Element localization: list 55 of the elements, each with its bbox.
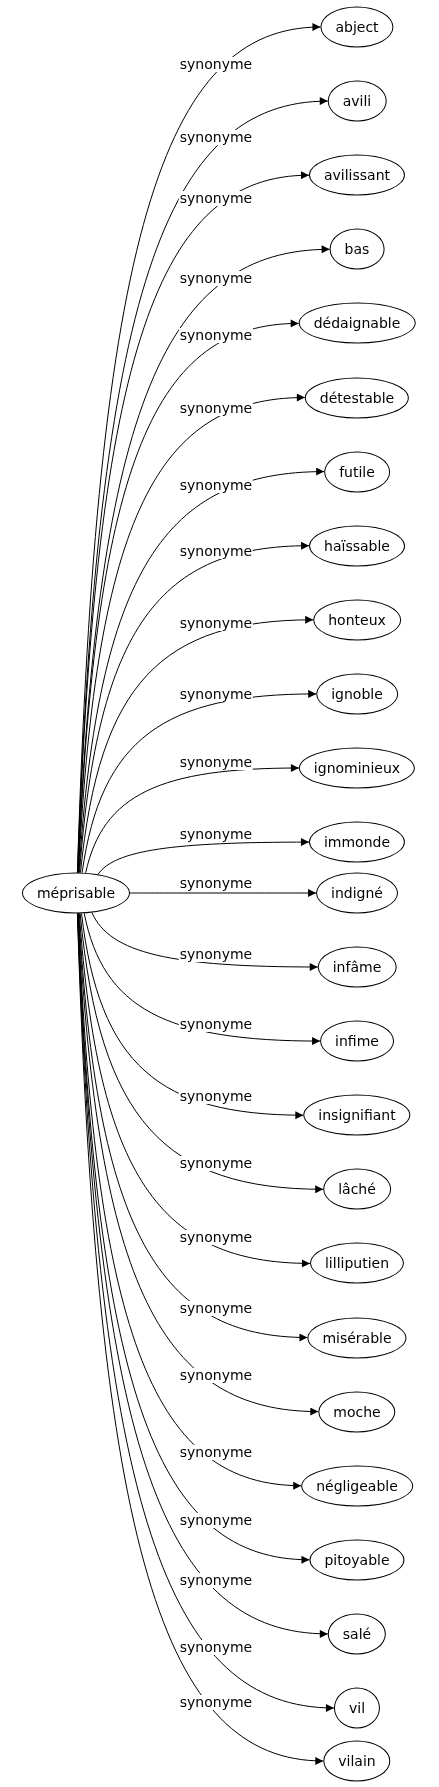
arrow (81, 690, 317, 874)
edge-label: synonyme (178, 1639, 254, 1655)
edge-label: synonyme (178, 1229, 254, 1245)
word-ellipse: pitoyable (309, 1539, 405, 1581)
word-ellipse: indigné (316, 872, 398, 914)
word-ellipse: immonde (308, 821, 406, 863)
word-ellipse: futile (324, 451, 390, 493)
edge-label: synonyme (178, 478, 254, 494)
word-ellipse: abject (320, 6, 394, 48)
edge-label: synonyme (178, 190, 254, 206)
arrow (78, 912, 311, 1267)
word-ellipse: détestable (304, 377, 410, 418)
edge-label: synonyme (178, 130, 254, 146)
word-ellipse: avilissant (308, 154, 406, 196)
edge-label: synonyme (178, 1368, 254, 1383)
arrow (85, 764, 300, 874)
word-ellipse: ignoble (316, 673, 398, 715)
edge-label: synonyme (178, 401, 254, 417)
edge-label: synonyme (178, 327, 254, 343)
edge-label: synonyme (178, 1573, 254, 1589)
word-ellipse: haïssable (309, 525, 405, 567)
word-ellipse: lâché (323, 1168, 391, 1210)
edge-label: synonyme (178, 1156, 254, 1172)
word-ellipse: négligeable (301, 1465, 413, 1507)
arrow (80, 616, 314, 874)
edge-label: synonyme (178, 56, 254, 72)
arrow (97, 838, 310, 875)
edge-label: synonyme (178, 1695, 254, 1711)
edge-label: synonyme (178, 1301, 254, 1317)
arrow (129, 889, 317, 897)
word-ellipse: insignifiant (303, 1094, 411, 1136)
word-ellipse: salé (327, 1613, 387, 1655)
word-ellipse: bas (329, 228, 385, 270)
word-ellipse: honteux (313, 599, 401, 641)
arrow (79, 912, 324, 1193)
central-word-ellipse: méprisable (22, 872, 130, 914)
word-ellipse: ignominieux (298, 747, 416, 789)
edge-label: synonyme (178, 1445, 254, 1461)
arrow (78, 468, 325, 874)
arrow (83, 912, 321, 1045)
word-ellipse: dédaignable (298, 302, 416, 344)
word-ellipse: infime (320, 1020, 394, 1062)
word-ellipse: infâme (317, 946, 397, 988)
edge-label: synonyme (178, 270, 254, 286)
word-ellipse: vilain (323, 1740, 391, 1782)
word-ellipse: avili (327, 80, 387, 122)
word-ellipse: vil (333, 1687, 381, 1729)
arrow (91, 912, 319, 971)
edge-label: synonyme (178, 1512, 254, 1528)
word-ellipse: moche (318, 1391, 396, 1433)
arrow (81, 912, 304, 1119)
arrow (79, 542, 310, 874)
arrow (78, 394, 306, 873)
word-ellipse: misérable (307, 1317, 407, 1358)
word-ellipse: lilliputien (309, 1242, 405, 1284)
